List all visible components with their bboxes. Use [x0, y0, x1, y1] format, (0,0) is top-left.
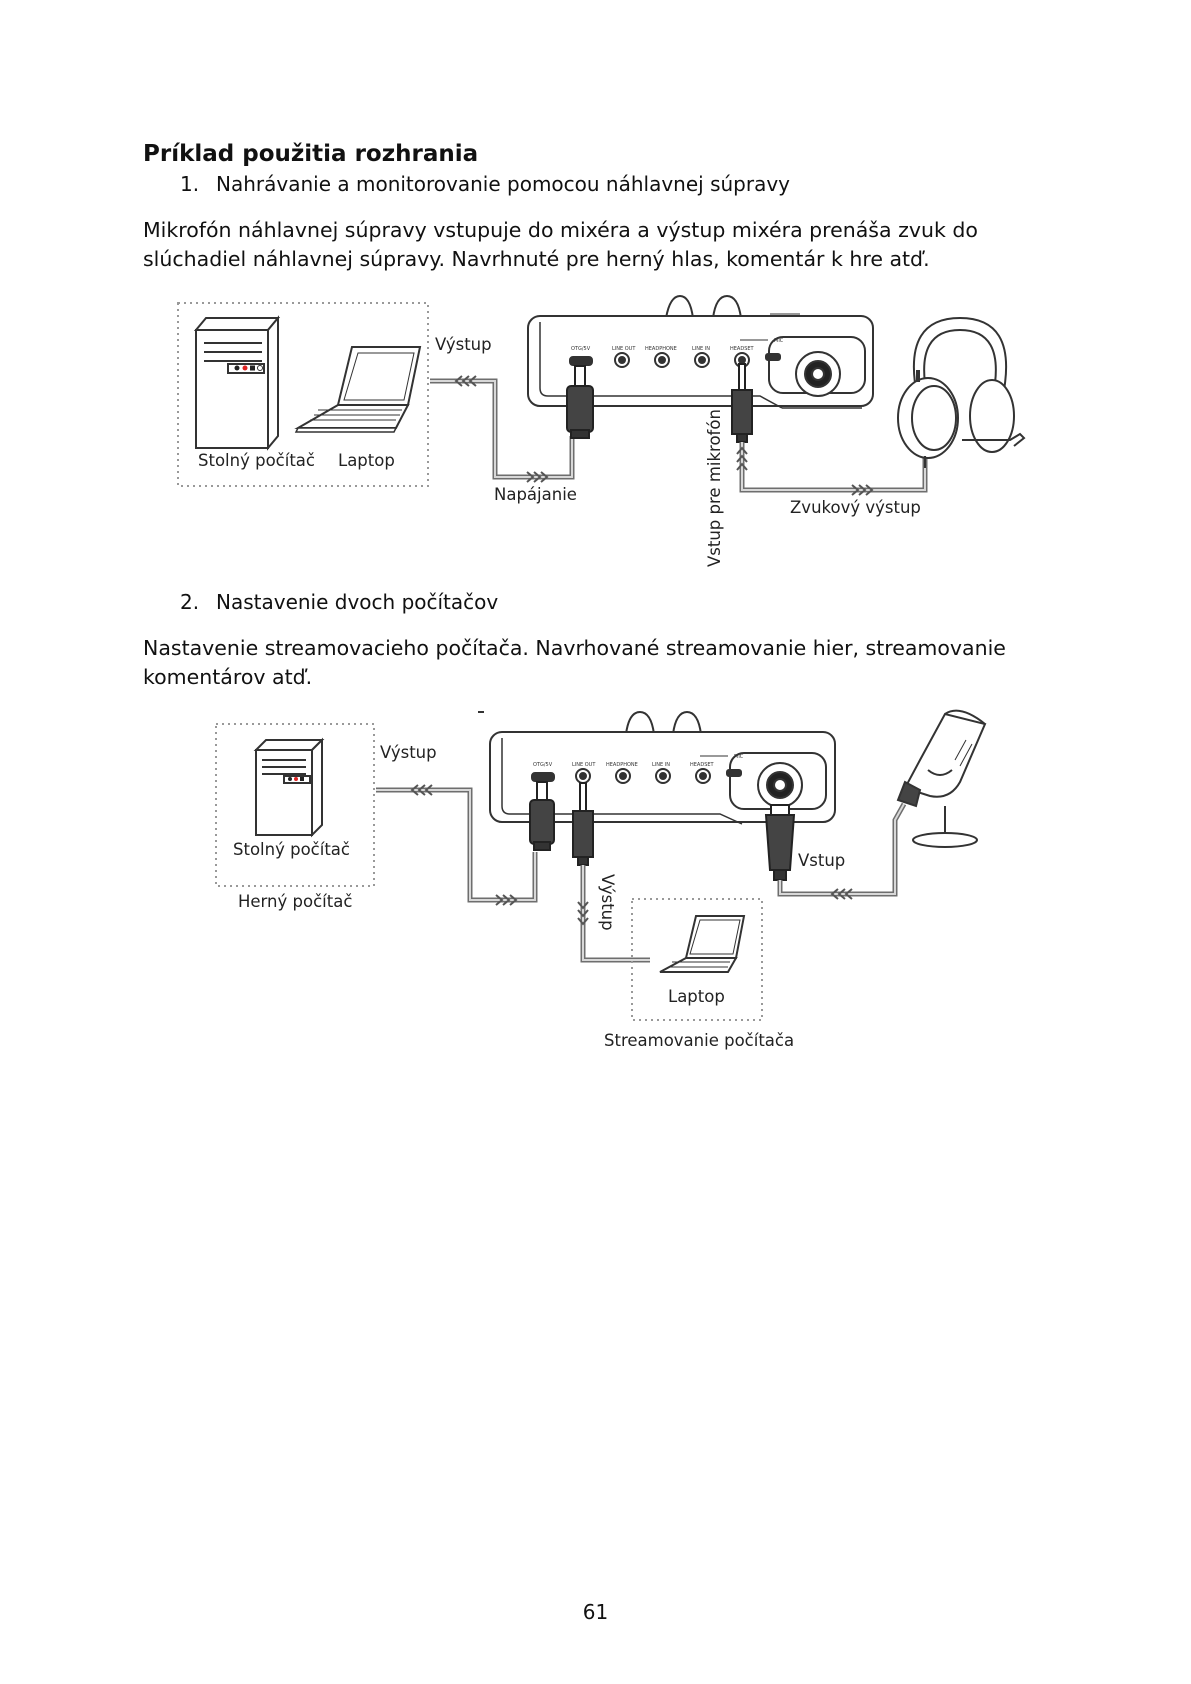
arrow-right-icon: [495, 894, 518, 906]
laptop-icon: [659, 915, 746, 973]
svg-text:LINE OUT: LINE OUT: [612, 346, 636, 352]
line-out-jack-icon: [572, 782, 594, 866]
laptop-label-2: Laptop: [668, 987, 725, 1006]
mic-input-label: Vstup pre mikrofón: [705, 409, 724, 567]
arrow-up-icon: [736, 446, 748, 471]
headset-cable: [739, 442, 928, 493]
arrow-right-icon: [526, 471, 549, 483]
arrow-left-icon: [410, 784, 433, 796]
xlr-plug-icon: [764, 804, 796, 881]
svg-text:OTG/5V: OTG/5V: [571, 346, 591, 352]
section2-paragraph: Nastavenie streamovacieho počítača. Navr…: [143, 634, 1043, 692]
svg-text:HEADPHONE: HEADPHONE: [645, 346, 677, 352]
svg-text:OTG/5V: OTG/5V: [533, 762, 553, 768]
desktop-label-1: Stolný počítač: [198, 451, 315, 470]
mixer-device-1: MIC: [527, 294, 874, 409]
laptop-icon: [294, 346, 422, 433]
svg-text:LINE IN: LINE IN: [652, 762, 670, 768]
audio-output-label: Zvukový výstup: [790, 498, 921, 517]
mixer-device-2: MIC: [478, 710, 836, 825]
section2-paragraph-line2: komentárov atď.: [143, 665, 313, 689]
computer-group-box: [177, 302, 429, 487]
diagram-1: Stolný počítač Laptop Výstup Napájanie: [177, 294, 1026, 567]
section2-number: 2.: [180, 590, 200, 614]
section2-title: 2. Nastavenie dvoch počítačov: [180, 590, 498, 614]
input-label: Vstup: [798, 851, 845, 870]
headset-jack-icon: [731, 363, 753, 443]
desktop-tower-icon: [193, 315, 281, 451]
svg-text:HEADPHONE: HEADPHONE: [606, 762, 638, 768]
section1-number: 1.: [180, 172, 200, 196]
streaming-pc-label: Streamovanie počítača: [604, 1031, 794, 1050]
page-number: 61: [582, 1600, 609, 1624]
svg-text:LINE OUT: LINE OUT: [572, 762, 596, 768]
svg-text:HEADSET: HEADSET: [690, 762, 715, 768]
svg-text:MIC: MIC: [734, 754, 744, 760]
gaming-pc-label: Herný počítač: [238, 892, 352, 911]
diagram-2: Stolný počítač Herný počítač Výstup: [215, 709, 987, 1050]
output-label-2: Výstup: [380, 743, 437, 762]
section1-paragraph-line1: Mikrofón náhlavnej súpravy vstupuje do m…: [143, 218, 978, 242]
svg-text:HEADSET: HEADSET: [730, 346, 755, 352]
microphone-icon: [896, 709, 987, 848]
output-label-1: Výstup: [435, 335, 492, 354]
section2-title-text: Nastavenie dvoch počítačov: [216, 590, 499, 614]
desktop-tower-icon: [253, 737, 325, 838]
mixer-port-labels-1: OTG/5V LINE OUT HEADPHONE LINE IN HEADSE…: [571, 346, 755, 352]
svg-text:LINE IN: LINE IN: [692, 346, 710, 352]
power-label: Napájanie: [494, 485, 577, 504]
section1-title-text: Nahrávanie a monitorovanie pomocou náhla…: [216, 172, 791, 196]
section1-title: 1. Nahrávanie a monitorovanie pomocou náh…: [180, 172, 790, 196]
gaming-pc-box: [215, 723, 375, 887]
desktop-label-2: Stolný počítač: [233, 840, 350, 859]
arrow-right-icon: [851, 484, 874, 496]
usb-c-plug-icon-2: [529, 781, 555, 851]
arrow-down-icon: [577, 901, 589, 926]
arrow-left-icon: [830, 888, 853, 900]
headphones-icon: [897, 316, 1026, 468]
svg-text:MIC: MIC: [774, 338, 784, 344]
section1-paragraph: Mikrofón náhlavnej súpravy vstupuje do m…: [143, 216, 1043, 274]
output-vertical-label: Výstup: [598, 874, 617, 931]
arrow-left-icon: [454, 375, 477, 387]
usb-c-plug-icon-1: [566, 365, 594, 439]
section2-paragraph-line1: Nastavenie streamovacieho počítača. Navr…: [143, 636, 1006, 660]
page-heading: Príklad použitia rozhrania: [143, 141, 479, 167]
laptop-label-1: Laptop: [338, 451, 395, 470]
section1-paragraph-line2: slúchadiel náhlavnej súpravy. Navrhnuté …: [143, 247, 930, 271]
mixer-port-labels-2: OTG/5V LINE OUT HEADPHONE LINE IN HEADSE…: [533, 762, 715, 768]
